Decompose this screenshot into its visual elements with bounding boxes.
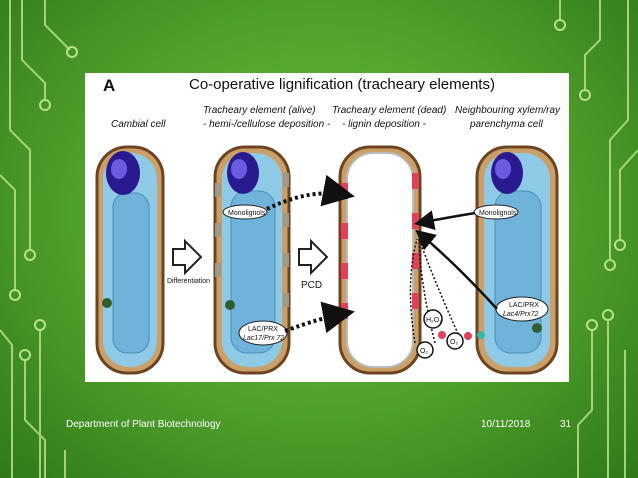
tracheary-cell-alive	[213, 145, 291, 375]
figure-title: Co-operative lignification (tracheary el…	[189, 76, 495, 93]
label-lac-prx-1a: LAC/PRX	[248, 326, 278, 333]
label-lac-prx-2b: Lac4/Prx72	[503, 311, 539, 318]
label-pcd: PCD	[301, 280, 322, 291]
dotted-flux-arrow	[409, 238, 418, 344]
label-h2o2: H₂O₂	[426, 317, 442, 324]
dotted-flux-arrow	[418, 238, 436, 344]
caption-neighbour-line1: Neighbouring xylem/ray	[455, 105, 561, 116]
label-differentiation: Differentiation	[167, 278, 210, 285]
footer-department: Department of Plant Biotechnology	[66, 419, 221, 430]
enzyme-dot-red-2	[464, 332, 472, 340]
label-lac-prx-2a: LAC/PRX	[509, 302, 539, 309]
lignification-figure: A Co-operative lignification (tracheary …	[85, 73, 569, 382]
o2-molecule-a	[416, 341, 434, 359]
caption-dead-line2: - lignin deposition -	[342, 119, 427, 130]
caption-alive-line2: - hemi-/cellulose deposition -	[203, 119, 331, 130]
footer-date: 10/11/2018	[481, 419, 531, 430]
caption-alive-line1: Tracheary element (alive)	[203, 105, 316, 116]
tracheary-cell-dead	[338, 145, 422, 375]
cambial-cell	[95, 145, 165, 375]
dotted-arrow-icon	[284, 301, 355, 334]
dotted-flux-arrow	[418, 238, 461, 339]
dotted-arrow-icon	[266, 174, 355, 211]
panel-letter: A	[103, 76, 115, 95]
enzyme-dot-red	[438, 331, 446, 339]
label-o2-b: O₂	[450, 339, 458, 346]
caption-neighbour-line2: parenchyma cell	[469, 119, 544, 130]
label-lac-prx-1b: Lac17/Prx 72	[243, 335, 284, 342]
label-o2-a: O₂	[420, 348, 428, 355]
arrow-right-icon	[172, 238, 203, 276]
caption-dead-line1: Tracheary element (dead)	[332, 105, 446, 116]
h2o2-molecule	[423, 309, 443, 329]
neighbouring-parenchyma-cell	[473, 145, 559, 375]
o2-molecule-b	[446, 332, 464, 350]
label-monolignols-2: Monolignols	[479, 210, 517, 217]
peroxidase-flux-arrow	[415, 229, 498, 310]
enzyme-dot-teal	[477, 331, 485, 339]
label-monolignols-1: Monolignols	[228, 210, 266, 217]
page-number: 31	[560, 419, 572, 430]
caption-cambial: Cambial cell	[111, 119, 166, 130]
monolignol-flux-arrow	[414, 210, 476, 230]
arrow-right-icon	[298, 238, 329, 276]
